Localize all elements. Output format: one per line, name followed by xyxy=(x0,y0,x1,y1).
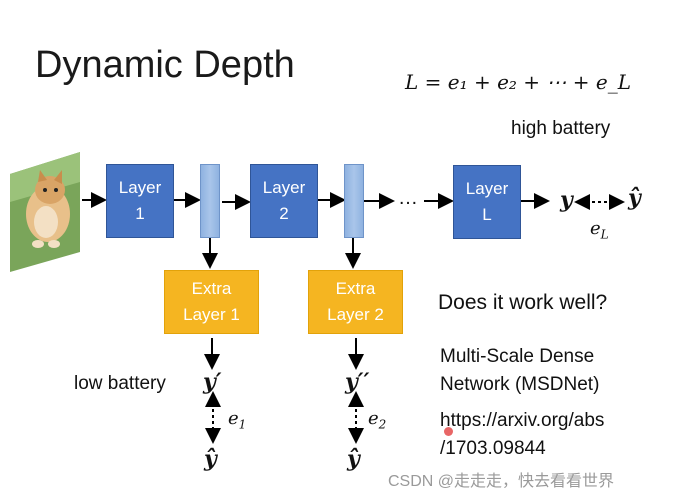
error-eL: eL xyxy=(590,218,609,242)
target-y-hat: ŷ xyxy=(628,185,641,211)
watermark: CSDN @走走走，快去看看世界 xyxy=(388,473,615,490)
high-battery-label: high battery xyxy=(511,118,611,139)
reference-link-line-2[interactable]: /1703.09844 xyxy=(440,438,546,459)
reference-line-2: Network (MSDNet) xyxy=(440,374,600,395)
layer-1-label: Layer xyxy=(118,178,162,197)
reference-link-line-1[interactable]: https://arxiv.org/abs xyxy=(440,410,605,431)
error-e1: e1 xyxy=(228,408,247,432)
layer-1-block: Layer 1 xyxy=(106,164,174,238)
kitten-image xyxy=(10,152,80,272)
intermediate-block-2 xyxy=(344,164,364,238)
output-y-prime: y′ xyxy=(203,369,222,395)
question-text: Does it work well? xyxy=(438,291,608,314)
extra-layer-1-line2: Layer 1 xyxy=(183,305,240,324)
extra-layer-2-line2: Layer 2 xyxy=(327,305,384,324)
target-y-hat-2: ŷ xyxy=(347,446,360,472)
ellipsis: … xyxy=(398,187,418,209)
reference-line-1: Multi-Scale Dense xyxy=(440,346,595,367)
slide-title: Dynamic Depth xyxy=(35,44,295,86)
target-y-hat-1: ŷ xyxy=(204,446,217,472)
layer-L-number: L xyxy=(482,205,492,224)
error-e2: e2 xyxy=(368,408,387,432)
layer-L-label: Layer xyxy=(465,179,509,198)
layer-2-block: Layer 2 xyxy=(250,164,318,238)
output-y-double-prime: y′′ xyxy=(345,369,370,395)
layer-2-number: 2 xyxy=(279,204,289,223)
extra-layer-2-line1: Extra xyxy=(335,279,376,298)
low-battery-label: low battery xyxy=(74,373,166,394)
extra-layer-1-line1: Extra xyxy=(191,279,232,298)
layer-1-number: 1 xyxy=(135,204,145,223)
output-y: y xyxy=(560,187,573,213)
intermediate-block-1 xyxy=(200,164,220,238)
laser-pointer-dot xyxy=(444,427,453,436)
layer-2-label: Layer xyxy=(262,178,306,197)
loss-formula: L = e₁ + e₂ + ⋯ + e_L xyxy=(405,70,631,94)
